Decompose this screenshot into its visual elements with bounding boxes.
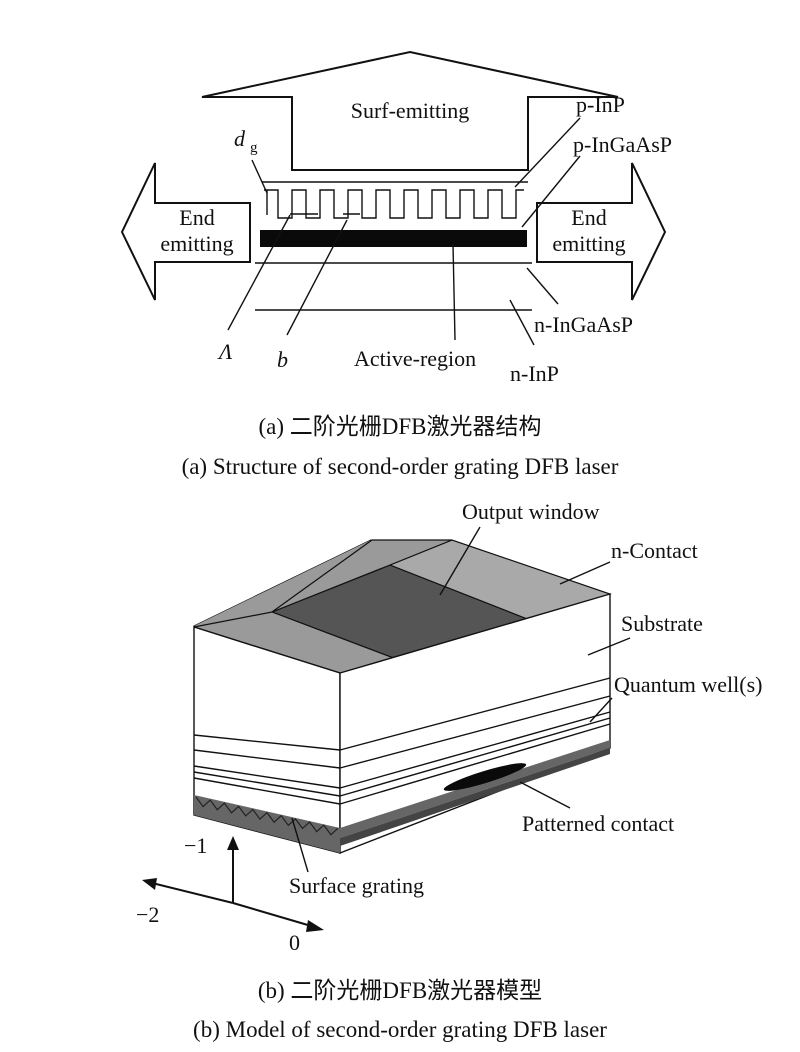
front-layer-4 [193,771,341,797]
patterned-contact-leader [519,781,571,809]
axis-up-label: −1 [184,833,207,858]
front-layer-3 [193,765,341,789]
lambda-leader [227,214,291,331]
caption-a-cn: (a) 二阶光栅DFB激光器结构 [258,414,541,439]
output-window-leader [439,526,481,596]
side-layer-1 [339,677,611,751]
top-face-left-panel [194,540,371,626]
n-contact-label: n-Contact [611,538,698,563]
patterned-contact-stripe [443,763,527,791]
surf-emitting-arrow [201,50,619,171]
quantum-wells-label: Quantum well(s) [614,672,762,697]
substrate-label: Substrate [621,611,703,636]
caption-a-en: (a) Structure of second-order grating DF… [182,454,619,479]
end-emitting-right-label-2: emitting [552,231,625,256]
n-ingaasp-label: n-InGaAsP [534,312,633,337]
axis-up-head [227,836,239,850]
end-emitting-left-arrow [120,162,251,301]
active-region-layer [260,230,527,247]
dg-leader [251,159,268,194]
n-ingaasp-leader [526,267,559,305]
axis-left-head [142,878,157,890]
side-layer-3 [339,711,611,789]
lambda-label: Λ [217,339,233,364]
axis-left [147,881,234,904]
b-label: b [277,347,288,372]
surface-grating-label: Surface grating [289,873,424,898]
active-region-label: Active-region [354,346,476,371]
front-layer-5 [193,777,341,805]
caption-b-en: (b) Model of second-order grating DFB la… [193,1017,607,1042]
n-contact-leader [559,561,611,585]
n-inp-leader [509,299,535,346]
surf-emitting-label: Surf-emitting [351,98,470,123]
end-emitting-right-arrow [536,162,667,301]
front-layer-2 [193,749,341,769]
bottom-band-side [340,740,610,838]
panel-b-model: Output window n-Contact Substrate Quantu… [136,499,762,1042]
axis-right-head [306,920,324,932]
dg-label: d [234,126,246,151]
bottom-band-front [194,795,340,853]
active-region-leader [452,243,456,341]
p-ingaasp-leader [521,155,581,228]
substrate-leader [587,637,631,656]
front-surface-grating [195,796,339,836]
quantum-wells-leader [589,697,613,723]
p-ingaasp-label: p-InGaAsP [573,132,672,157]
patterned-contact-label: Patterned contact [522,811,674,836]
side-layer-4 [339,717,611,797]
dg-label-sub: g [250,140,258,156]
b-leader [286,219,348,336]
end-emitting-left-label-1: End [179,205,214,230]
side-layer-5 [339,723,611,805]
axis-right-label: 0 [289,930,300,955]
top-face-back [271,539,453,613]
axis-right [232,902,319,929]
output-window-label: Output window [462,499,600,524]
p-inp-leader [514,117,581,188]
end-emitting-right-label-1: End [571,205,606,230]
panel-a-structure: Surf-emitting End emitting End emitting … [120,50,672,479]
p-inp-label: p-InP [576,92,625,117]
side-layer-2 [339,695,611,769]
caption-b-cn: (b) 二阶光栅DFB激光器模型 [258,978,542,1003]
bottom-band-side-dark [340,748,610,846]
grating-profile [264,189,524,219]
front-layer-1 [193,734,341,751]
n-inp-label: n-InP [510,361,559,386]
surface-grating-leader [291,817,309,873]
axis-left-label: −2 [136,902,159,927]
end-emitting-left-label-2: emitting [160,231,233,256]
